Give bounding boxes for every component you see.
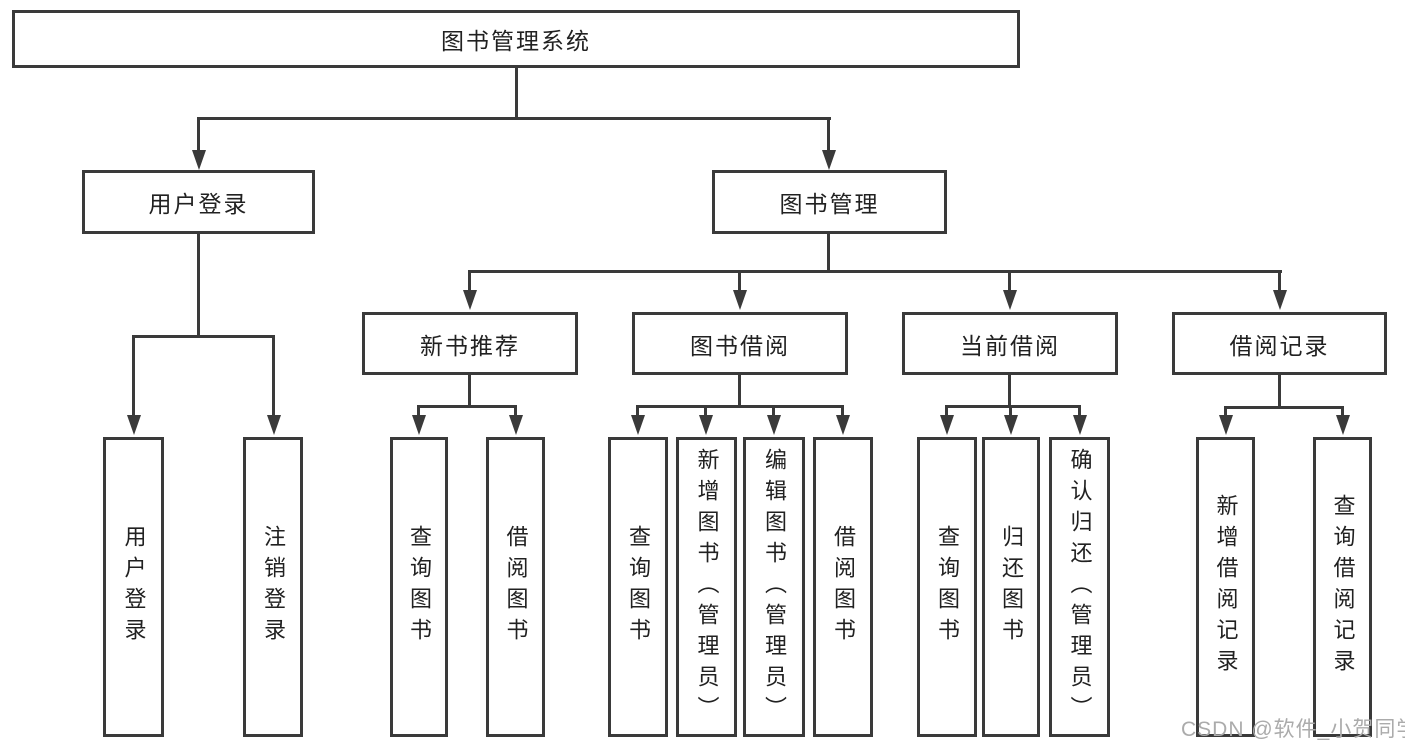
- connector-drop-borrowing-records: [1278, 270, 1281, 296]
- connector-drop-leaf-login: [132, 335, 135, 420]
- arrowhead-query-book-3: [940, 415, 954, 435]
- connector-drop-current-borrowing: [1008, 270, 1011, 296]
- connector-drop-return-book: [1009, 405, 1012, 420]
- connector-drop-user-login: [197, 117, 200, 157]
- connector-current-borrowing-stem: [1008, 375, 1011, 408]
- arrowhead-return-book: [1004, 415, 1018, 435]
- arrowhead-new-book: [463, 290, 477, 310]
- arrowhead-borrowing-records: [1273, 290, 1287, 310]
- node-leaf-query-book-3: 查询图书: [917, 437, 977, 737]
- connector-drop-add-record: [1224, 406, 1227, 420]
- arrowhead-leaf-logout: [267, 415, 281, 435]
- node-leaf-add-record-label: 新增借阅记录: [1213, 494, 1239, 680]
- node-current-borrowing: 当前借阅: [902, 312, 1118, 375]
- connector-book-management-branch: [468, 270, 1282, 273]
- node-new-book-recommend: 新书推荐: [362, 312, 578, 375]
- connector-user-login-stem: [197, 233, 200, 338]
- arrowhead-borrow-book-1: [509, 415, 523, 435]
- node-user-login-label: 用户登录: [148, 191, 249, 217]
- connector-drop-book-borrowing: [738, 270, 741, 296]
- node-leaf-borrow-book-2: 借阅图书: [813, 437, 873, 737]
- connector-drop-new-book: [468, 270, 471, 296]
- node-leaf-query-book-2-label: 查询图书: [626, 525, 651, 649]
- node-leaf-query-book-1: 查询图书: [390, 437, 448, 737]
- node-leaf-confirm-return-label: 确认归还（管理员）: [1067, 447, 1093, 727]
- node-leaf-query-record: 查询借阅记录: [1313, 437, 1372, 737]
- node-leaf-borrow-book-2-label: 借阅图书: [831, 525, 856, 649]
- arrowhead-query-book-2: [631, 415, 645, 435]
- arrowhead-confirm-return: [1073, 415, 1087, 435]
- node-leaf-confirm-return: 确认归还（管理员）: [1049, 437, 1110, 737]
- node-leaf-edit-book-label: 编辑图书（管理员）: [762, 447, 787, 727]
- node-borrowing-records: 借阅记录: [1172, 312, 1387, 375]
- watermark-text: CSDN @软件_小贺同学: [1181, 718, 1405, 741]
- connector-borrowing-records-stem: [1278, 375, 1281, 409]
- connector-drop-book-management: [827, 117, 830, 157]
- node-leaf-user-login: 用户登录: [103, 437, 164, 737]
- connector-borrowing-records-branch: [1224, 406, 1344, 409]
- node-root-label: 图书管理系统: [441, 28, 591, 54]
- connector-book-management-stem: [827, 233, 830, 273]
- node-leaf-user-login-label: 用户登录: [121, 525, 147, 649]
- node-book-management-label: 图书管理: [779, 191, 880, 217]
- node-leaf-return-book: 归还图书: [982, 437, 1040, 737]
- arrowhead-borrow-book-2: [836, 415, 850, 435]
- node-book-borrowing-label: 图书借阅: [690, 332, 790, 359]
- arrowhead-add-book: [699, 415, 713, 435]
- connector-book-borrowing-branch: [636, 405, 844, 408]
- node-borrowing-records-label: 借阅记录: [1229, 332, 1330, 359]
- arrowhead-current-borrowing: [1003, 290, 1017, 310]
- node-leaf-logout-label: 注销登录: [261, 525, 286, 649]
- connector-book-borrowing-stem: [738, 375, 741, 408]
- connector-drop-query-record: [1341, 406, 1344, 420]
- arrowhead-leaf-login: [127, 415, 141, 435]
- connector-drop-edit-book: [772, 405, 775, 420]
- arrowhead-add-record: [1219, 415, 1233, 435]
- arrowhead-user-login: [192, 150, 206, 170]
- node-leaf-query-book-1-label: 查询图书: [407, 525, 432, 649]
- connector-drop-leaf-logout: [272, 335, 275, 420]
- connector-new-book-stem: [468, 375, 471, 408]
- node-book-borrowing: 图书借阅: [632, 312, 848, 375]
- node-leaf-add-book-label: 新增图书（管理员）: [694, 447, 720, 727]
- node-leaf-return-book-label: 归还图书: [999, 525, 1024, 649]
- connector-drop-confirm-return: [1078, 405, 1081, 420]
- node-leaf-logout: 注销登录: [243, 437, 303, 737]
- node-leaf-query-book-3-label: 查询图书: [935, 525, 960, 649]
- connector-drop-borrow-book-1: [514, 405, 517, 420]
- node-leaf-query-record-label: 查询借阅记录: [1330, 494, 1356, 680]
- connector-root-stem: [515, 66, 518, 118]
- connector-drop-query-book-2: [636, 405, 639, 420]
- node-leaf-edit-book: 编辑图书（管理员）: [743, 437, 805, 737]
- node-root: 图书管理系统: [12, 10, 1020, 68]
- connector-drop-add-book: [704, 405, 707, 420]
- arrowhead-book-borrowing: [733, 290, 747, 310]
- arrowhead-book-management: [822, 150, 836, 170]
- node-leaf-query-book-2: 查询图书: [608, 437, 668, 737]
- node-user-login: 用户登录: [82, 170, 315, 234]
- connector-new-book-branch: [417, 405, 517, 408]
- node-leaf-add-record: 新增借阅记录: [1196, 437, 1255, 737]
- connector-user-login-branch: [132, 335, 275, 338]
- connector-current-borrowing-branch: [945, 405, 1081, 408]
- connector-drop-query-book-3: [945, 405, 948, 420]
- node-new-book-recommend-label: 新书推荐: [420, 332, 520, 359]
- node-leaf-borrow-book-1-label: 借阅图书: [503, 525, 529, 649]
- node-leaf-add-book: 新增图书（管理员）: [676, 437, 737, 737]
- connector-drop-borrow-book-2: [841, 405, 844, 420]
- node-book-management: 图书管理: [712, 170, 947, 234]
- connector-drop-query-book-1: [417, 405, 420, 420]
- connector-root-branch: [197, 117, 831, 120]
- arrowhead-query-book-1: [412, 415, 426, 435]
- node-current-borrowing-label: 当前借阅: [960, 332, 1060, 359]
- node-leaf-borrow-book-1: 借阅图书: [486, 437, 545, 737]
- arrowhead-edit-book: [767, 415, 781, 435]
- arrowhead-query-record: [1336, 415, 1350, 435]
